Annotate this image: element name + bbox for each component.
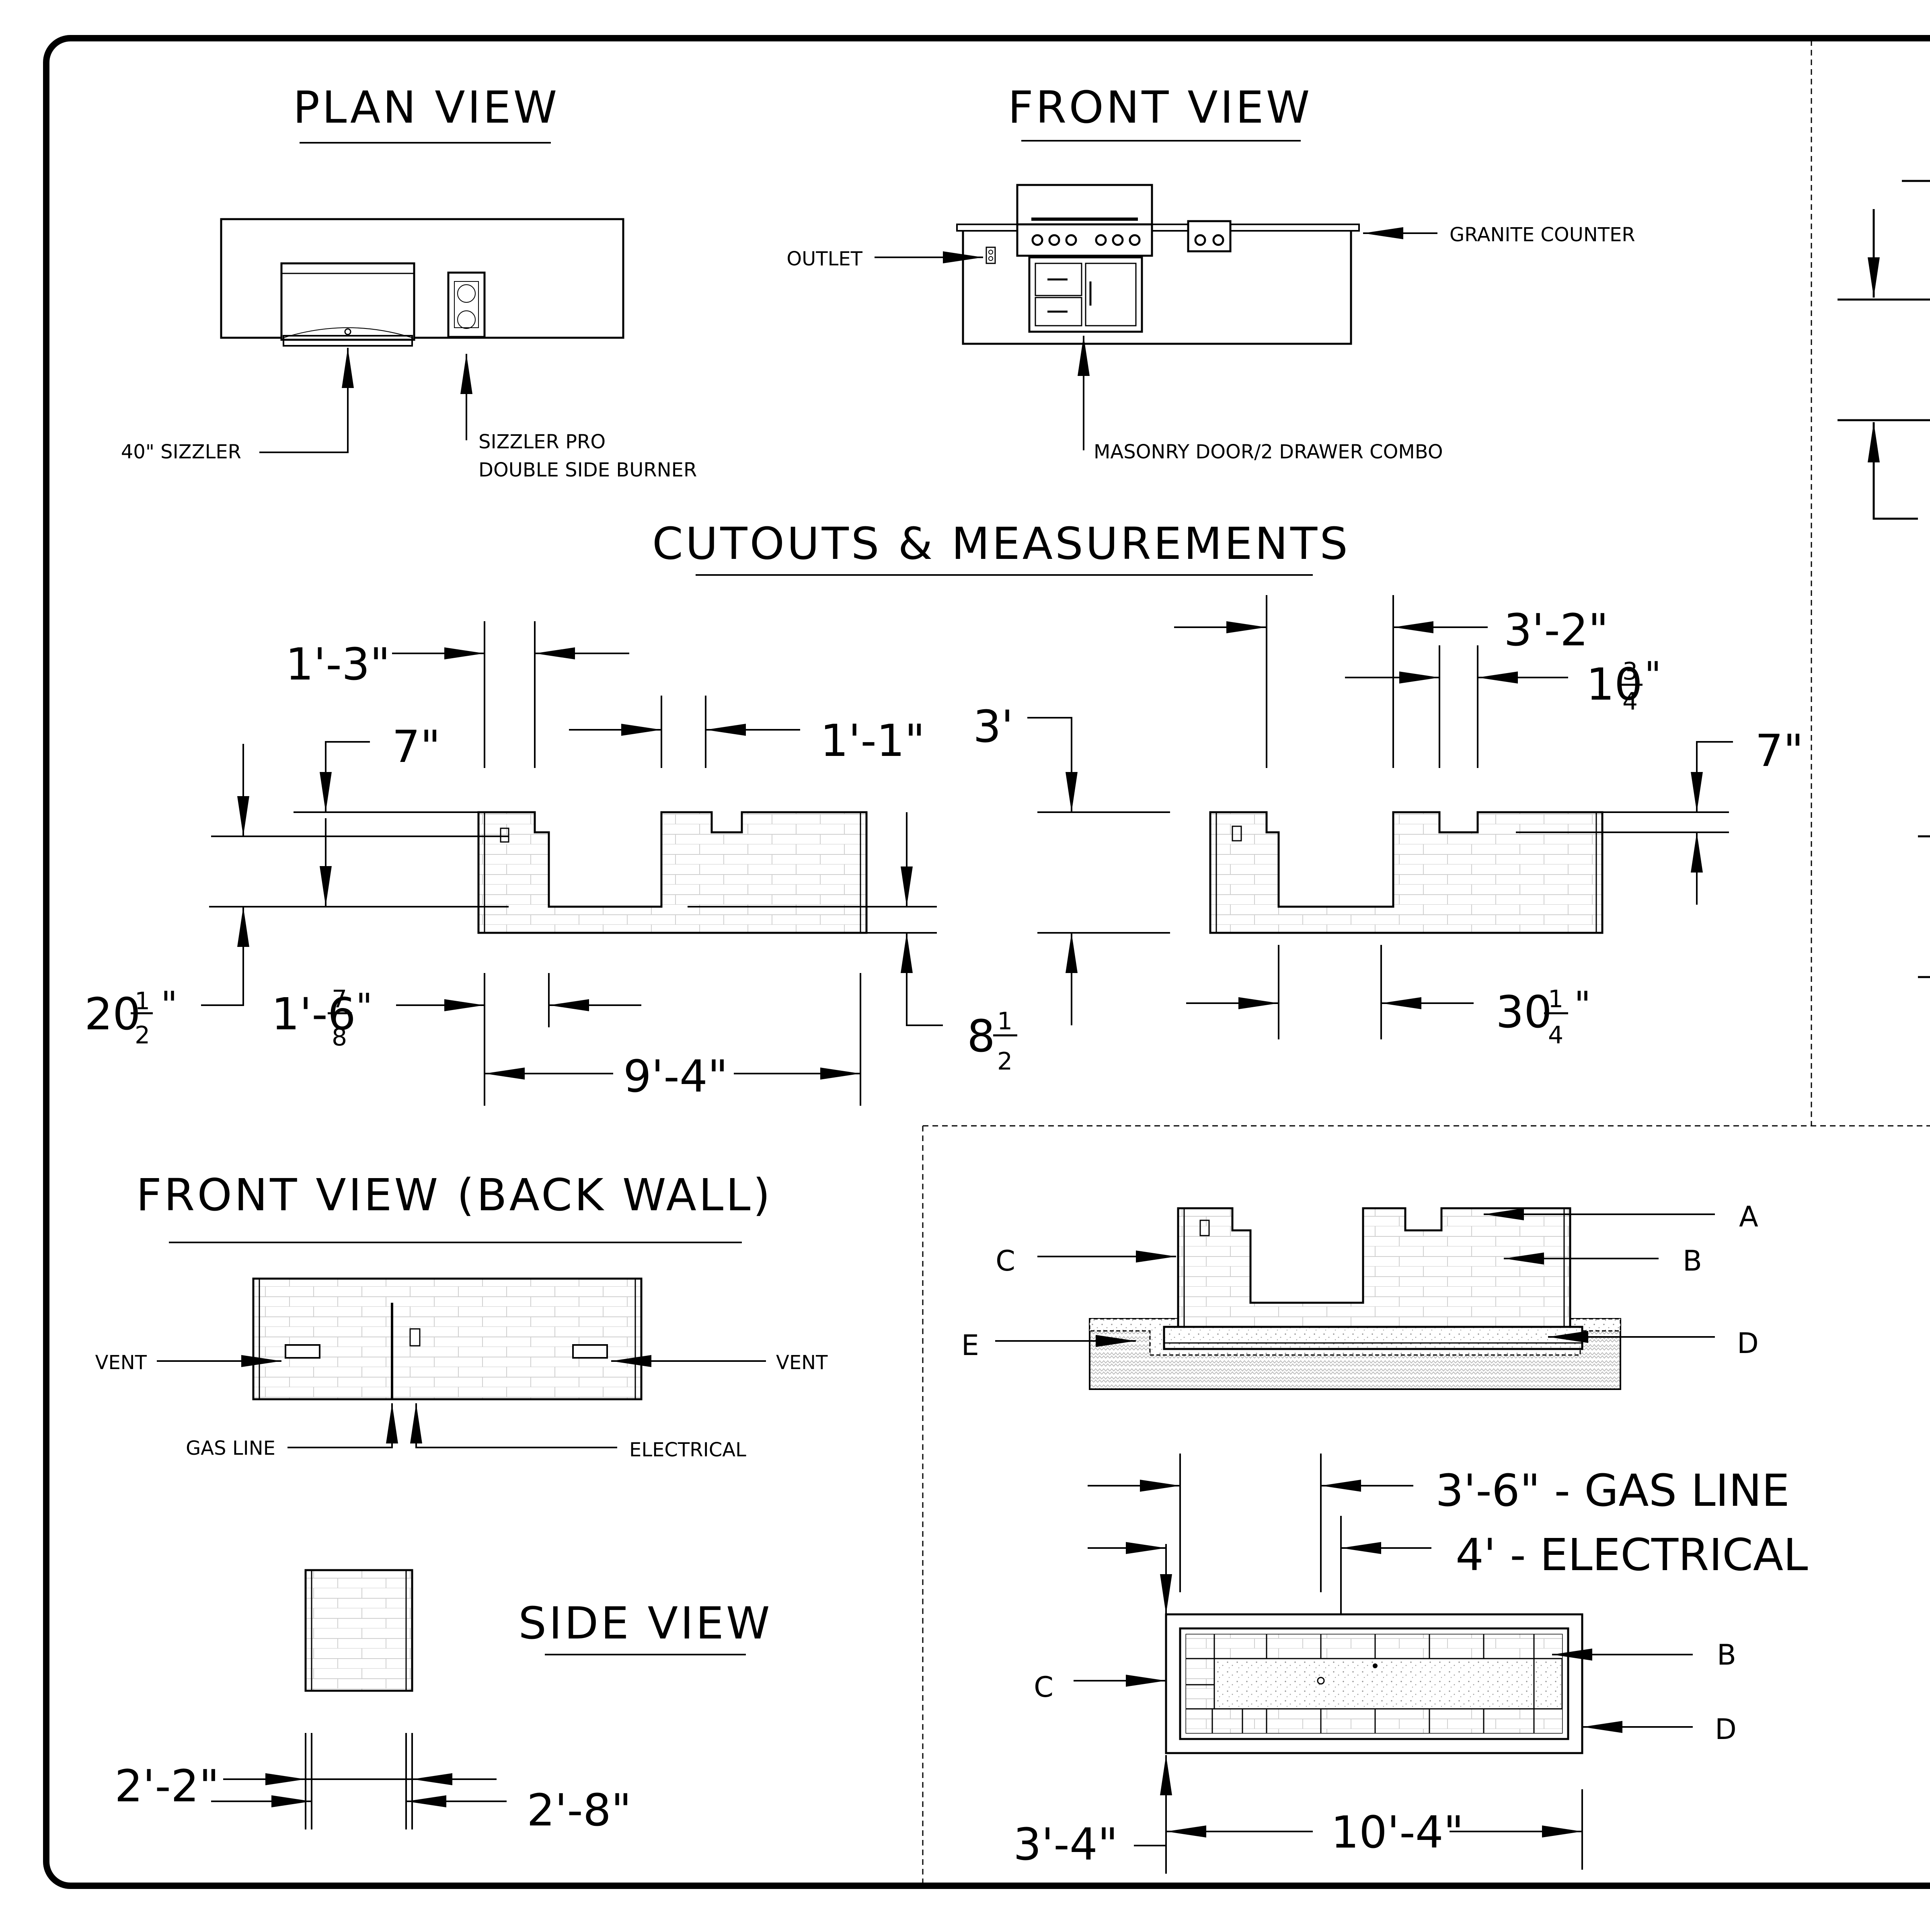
plan-counter <box>220 218 624 339</box>
section-detail-callouts: A B C D E <box>961 1200 1759 1362</box>
front-view-drawing <box>956 184 1360 345</box>
svg-text:1: 1 <box>997 1007 1012 1035</box>
front-callout-granite: GRANITE COUNTER <box>1363 224 1635 246</box>
side-burner-front-shape <box>1187 220 1232 253</box>
back-wall-drawing <box>252 1277 643 1400</box>
svg-text:GRANITE COUNTER: GRANITE COUNTER <box>1450 224 1635 246</box>
electrical-box-shape <box>409 1328 421 1347</box>
dim-2-8: 2'-8" <box>527 1784 632 1836</box>
svg-text:2: 2 <box>997 1047 1012 1076</box>
footing-plan-dimensions: 3'-6" - GAS LINE 4' - ELECTRICAL 3'-4" 1… <box>1013 1454 1808 1874</box>
svg-text:E: E <box>961 1329 979 1362</box>
svg-text:D: D <box>1715 1713 1737 1746</box>
svg-text:40" SIZZLER: 40" SIZZLER <box>121 441 241 463</box>
svg-text:": " <box>1574 984 1591 1026</box>
dim-7-right: 7" <box>1755 725 1804 776</box>
svg-text:30: 30 <box>1496 986 1552 1038</box>
dim-10-4: 10'-4" <box>1331 1807 1464 1858</box>
dim-9-4: 9'-4" <box>623 1051 728 1102</box>
plan-callout-sizzler: 40" SIZZLER <box>121 348 354 463</box>
dim-2-2: 2'-2" <box>115 1760 220 1812</box>
dim-10-3-4: 10 3 4 " <box>1586 654 1661 716</box>
dim-8-1-2: 8 1 2 <box>967 1007 1017 1076</box>
cutout-drawing-left <box>477 811 868 934</box>
svg-text:C: C <box>996 1244 1015 1277</box>
title-plan-view: PLAN VIEW <box>293 82 560 144</box>
svg-text:3: 3 <box>1622 657 1638 686</box>
vent-left-shape <box>285 1344 320 1359</box>
dim-electrical: 4' - ELECTRICAL <box>1456 1529 1808 1581</box>
plan-view-drawing <box>220 218 624 347</box>
svg-text:B: B <box>1717 1638 1736 1671</box>
section-detail-drawing <box>1089 1207 1621 1390</box>
plan-callout-side-burner: SIZZLER PRO DOUBLE SIDE BURNER <box>460 354 697 481</box>
svg-text:MASONRY DOOR/2 DRAWER COMBO: MASONRY DOOR/2 DRAWER COMBO <box>1094 441 1443 463</box>
svg-text:8: 8 <box>967 1010 995 1062</box>
dim-3: 3' <box>973 701 1013 752</box>
svg-text:2: 2 <box>135 1021 150 1049</box>
footing-plan-drawing <box>1165 1608 1583 1754</box>
svg-text:DOUBLE SIDE BURNER: DOUBLE SIDE BURNER <box>478 459 697 481</box>
dim-3-4: 3'-4" <box>1013 1819 1118 1870</box>
outlet-shape <box>986 246 996 264</box>
side-view-drawing <box>304 1569 413 1692</box>
svg-text:B: B <box>1683 1244 1702 1277</box>
svg-text:VENT: VENT <box>95 1351 147 1374</box>
svg-text:4: 4 <box>1622 688 1638 716</box>
svg-text:PLAN VIEW: PLAN VIEW <box>293 82 560 133</box>
cutout-drawing-right <box>1209 811 1604 934</box>
cutout-dimensions-right <box>1027 595 1733 1039</box>
grill-front-shape <box>1016 184 1153 257</box>
svg-text:CUTOUTS & MEASUREMENTS: CUTOUTS & MEASUREMENTS <box>652 518 1350 569</box>
dim-1-1: 1'-1" <box>820 715 925 766</box>
dim-7-left: 7" <box>392 721 441 772</box>
cutout-dimension-labels: 1'-3" 7" 1'-1" 3' 3'-2" 10 3 4 " 7" 20 1… <box>84 604 1804 1102</box>
side-burner-plan-shape <box>447 271 486 338</box>
svg-text:ELECTRICAL: ELECTRICAL <box>629 1439 746 1461</box>
svg-text:VENT: VENT <box>776 1351 828 1374</box>
title-front-view: FRONT VIEW <box>1008 82 1312 142</box>
svg-text:SIZZLER PRO: SIZZLER PRO <box>478 431 606 453</box>
title-side-view: SIDE VIEW <box>518 1597 772 1655</box>
door-drawer-combo-shape <box>1028 256 1143 333</box>
dim-1-3: 1'-3" <box>285 639 390 690</box>
svg-text:C: C <box>1034 1671 1053 1704</box>
svg-text:SIDE VIEW: SIDE VIEW <box>518 1597 772 1649</box>
cutout-dimensions-left <box>201 621 943 1106</box>
side-view-dimensions: 2'-2" 2'-8" <box>115 1733 632 1836</box>
cropped-drawing-right <box>1838 180 1930 978</box>
vent-right-shape <box>572 1344 608 1359</box>
grill-plan-shape <box>280 262 415 347</box>
svg-text:": " <box>161 984 177 1026</box>
front-callout-outlet: OUTLET <box>786 248 983 270</box>
svg-text:7: 7 <box>332 985 347 1013</box>
front-callout-masonry: MASONRY DOOR/2 DRAWER COMBO <box>1078 336 1443 463</box>
svg-text:": " <box>1645 654 1661 696</box>
title-front-view-back-wall: FRONT VIEW (BACK WALL) <box>136 1169 773 1243</box>
back-wall-callouts: VENT VENT GAS LINE ELECTRICAL <box>95 1351 828 1461</box>
title-cutouts-measurements: CUTOUTS & MEASUREMENTS <box>652 518 1350 576</box>
dim-gas-line: 3'-6" - GAS LINE <box>1435 1465 1790 1516</box>
svg-text:A: A <box>1739 1200 1758 1233</box>
svg-text:D: D <box>1737 1327 1759 1360</box>
dim-20-1-2: 20 1 2 " <box>84 984 177 1049</box>
svg-text:4: 4 <box>1548 1021 1563 1049</box>
svg-text:": " <box>356 986 372 1028</box>
dim-30-1-4: 30 1 4 " <box>1496 984 1591 1049</box>
dim-3-2: 3'-2" <box>1504 604 1609 656</box>
svg-text:FRONT VIEW (BACK WALL): FRONT VIEW (BACK WALL) <box>136 1169 773 1221</box>
svg-text:1: 1 <box>135 987 150 1015</box>
sheet-border <box>43 35 1930 1889</box>
dim-1-6-7-8: 1'-6 7 8 " <box>271 985 372 1051</box>
svg-text:FRONT VIEW: FRONT VIEW <box>1008 82 1312 133</box>
svg-text:GAS LINE: GAS LINE <box>186 1437 275 1460</box>
svg-text:OUTLET: OUTLET <box>786 248 862 270</box>
svg-text:8: 8 <box>332 1023 347 1051</box>
svg-text:1: 1 <box>1548 985 1563 1013</box>
